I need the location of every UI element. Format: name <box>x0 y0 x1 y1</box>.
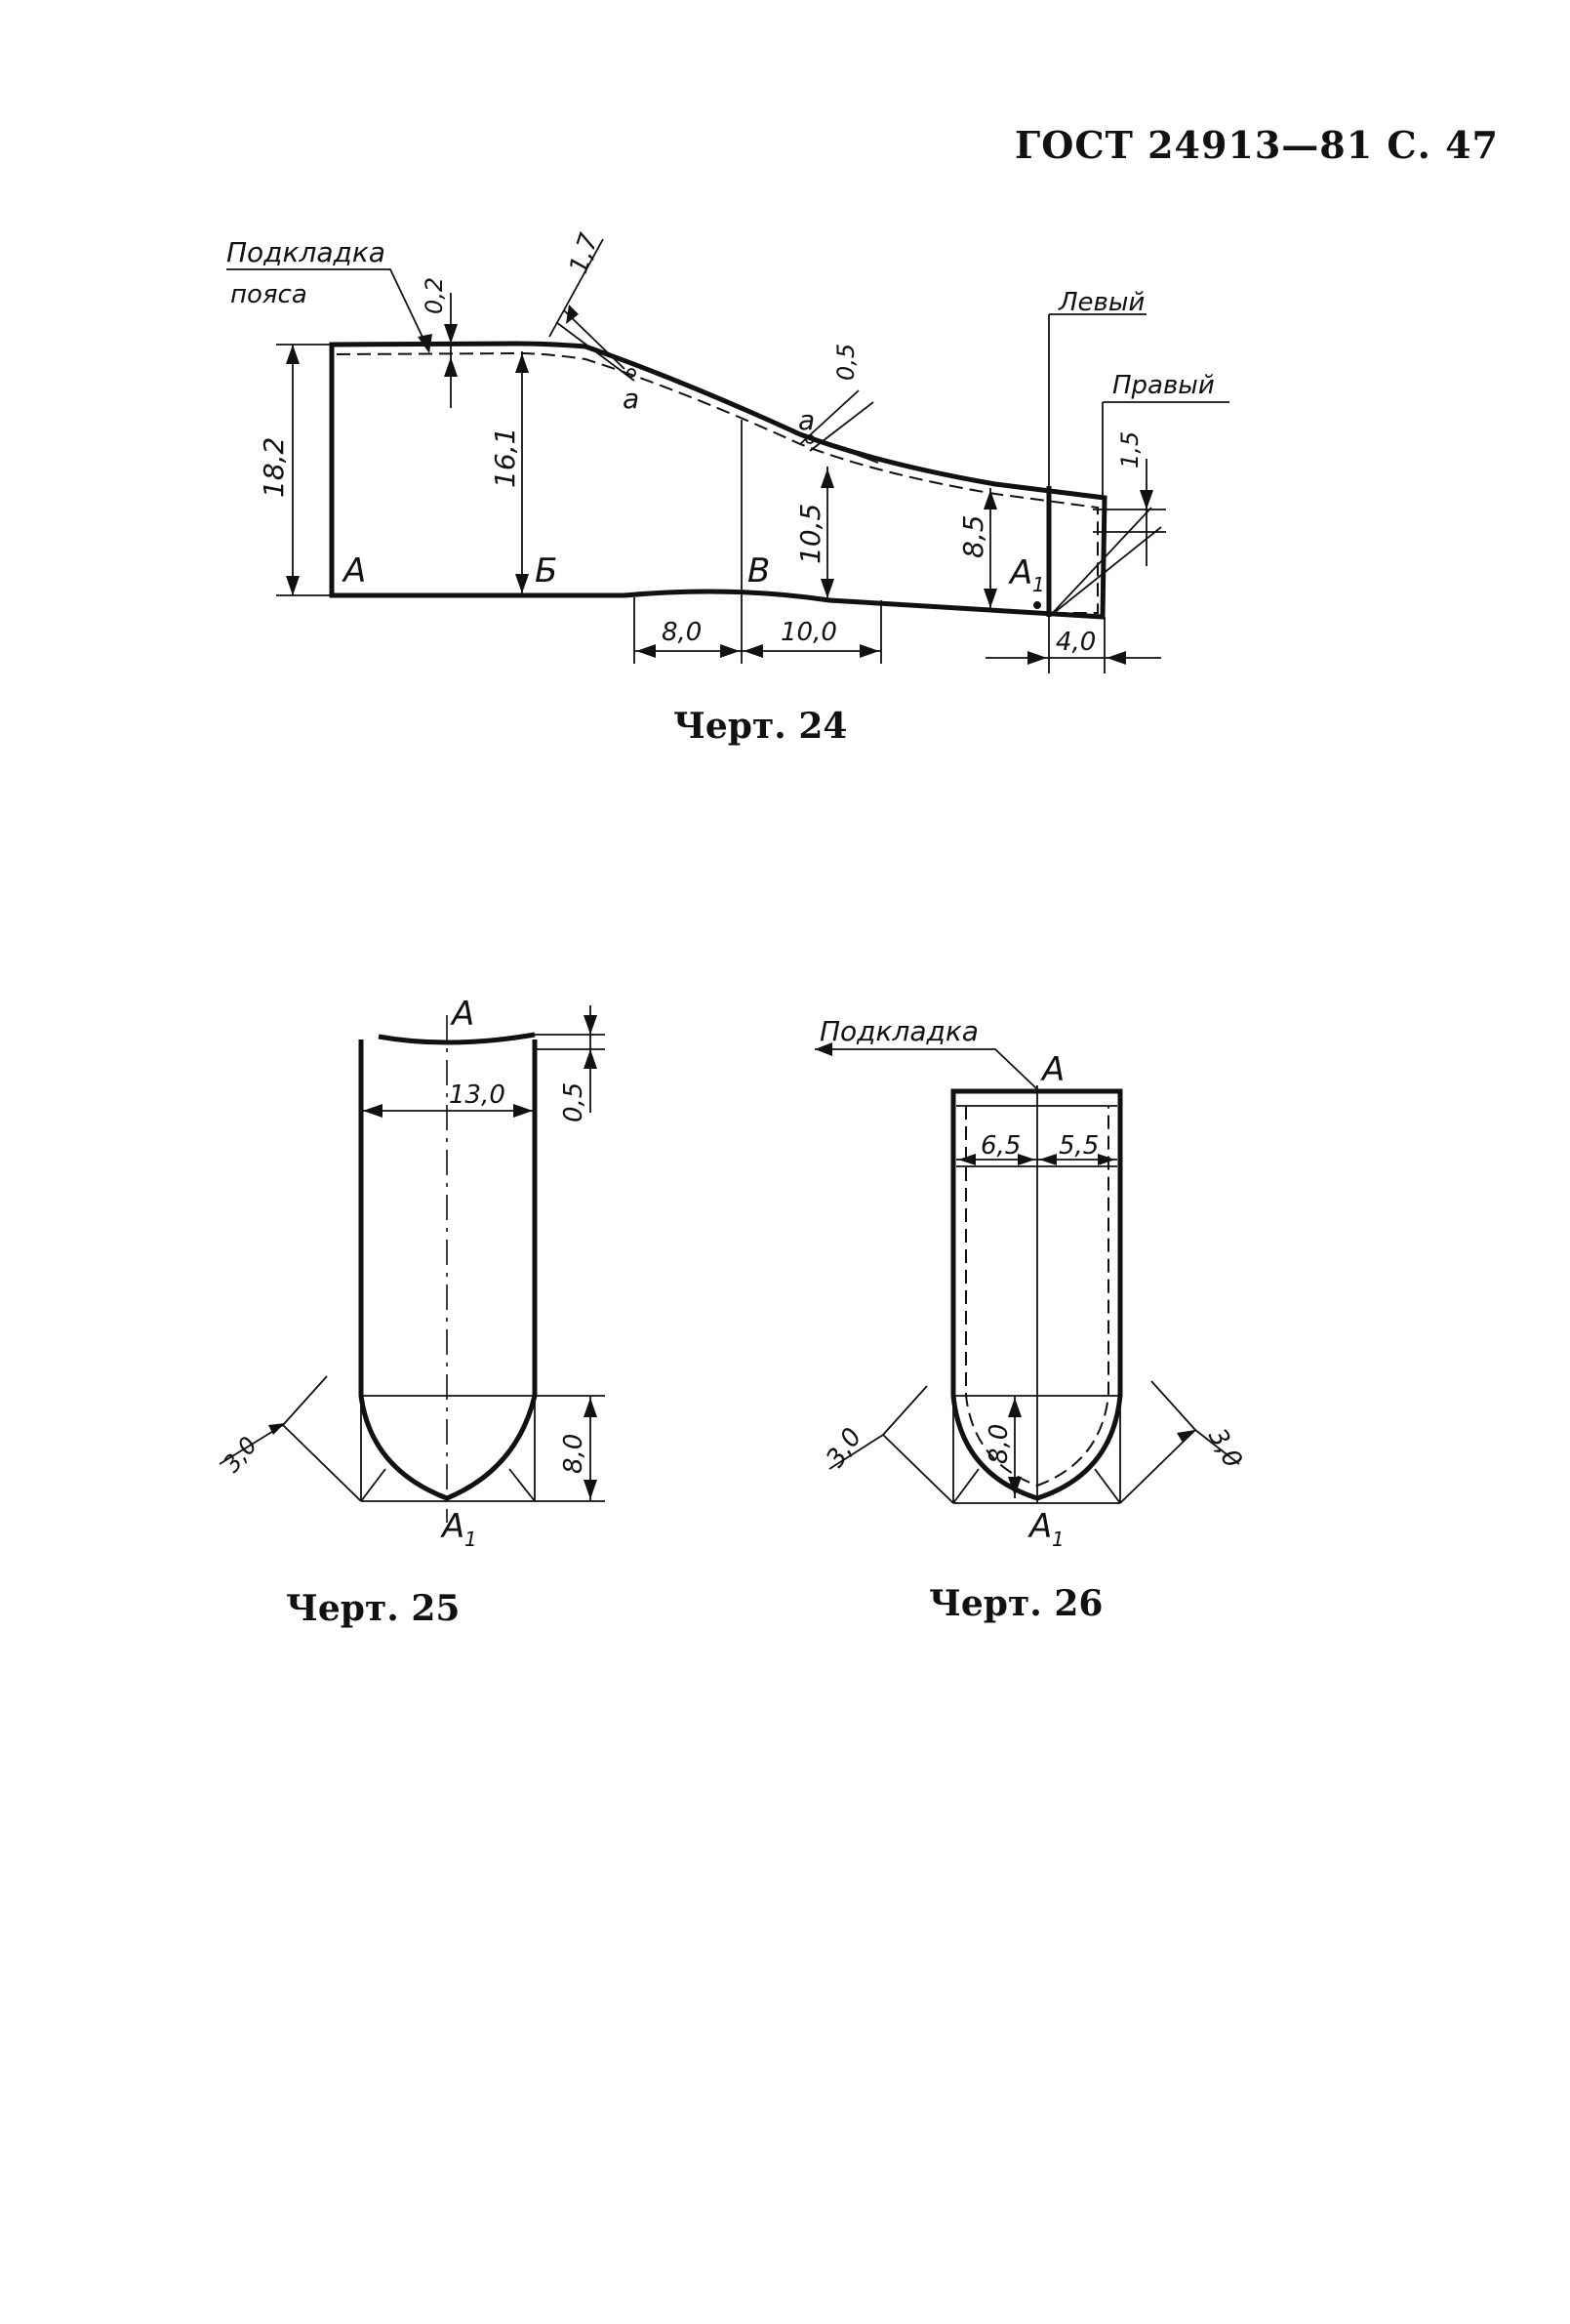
figure-26-drawing: Подкладка А А 1 6,5 5,5 8,0 3,0 3,0 <box>815 1015 1248 1551</box>
fig24-point-pt-a2: а <box>798 404 815 436</box>
fig25-outline <box>358 1040 538 1501</box>
fig26-point-a1: А <box>1027 1507 1052 1546</box>
fig24-dim-label-10-5: 10,5 <box>794 504 826 564</box>
fig24-point-pt-a: а <box>623 383 639 415</box>
fig24-lining-line <box>336 351 1099 614</box>
fig24-corner-diagonals <box>1048 507 1162 618</box>
fig24-point-b: Б <box>535 551 557 591</box>
figure-25-drawing: А А 1 13,0 0,5 8,0 3,0 <box>218 995 605 1551</box>
fig24-outline <box>329 341 1107 620</box>
fig26-point-a1-sub: 1 <box>1052 1528 1065 1551</box>
fig24-dim-label-0-5: 0,5 <box>832 344 860 381</box>
fig24-label-lining2: пояса <box>230 280 307 309</box>
fig24-dim-label-8-0: 8,0 <box>662 618 702 647</box>
fig25-point-a1-sub: 1 <box>464 1528 477 1551</box>
fig25-dim-label-0-5: 0,5 <box>559 1082 588 1122</box>
fig25-dim-label-8-0: 8,0 <box>559 1434 588 1474</box>
fig24-point-a1: А <box>1008 553 1032 592</box>
fig24-dim-label-1-7: 1,7 <box>564 229 604 277</box>
fig26-dim-3-0-left <box>828 1385 954 1504</box>
fig25-point-a: А <box>450 995 474 1034</box>
fig24-point-a: А <box>342 551 366 591</box>
fig24-label-lining: Подкладка <box>226 236 385 268</box>
fig24-right-leader <box>1102 401 1229 498</box>
fig24-dim-4-0 <box>986 617 1161 673</box>
fig24-dim-label-16-1: 16,1 <box>489 428 521 488</box>
fig25-top-edge <box>378 1032 536 1045</box>
fig24-label-left: Левый <box>1058 288 1145 317</box>
fig25-dim-label-3-0: 3,0 <box>218 1432 262 1478</box>
figure-26-caption: Черт. 26 <box>929 1583 1104 1624</box>
fig26-point-a: А <box>1040 1050 1065 1089</box>
figure-24-drawing: Подкладка пояса Левый Правый А Б В А 1 а… <box>226 229 1229 673</box>
fig26-dim-label-8-0: 8,0 <box>985 1424 1014 1464</box>
fig24-dim-label-18-2: 18,2 <box>258 437 290 498</box>
fig24-dim-label-8-5: 8,5 <box>957 514 989 558</box>
fig26-dim-label-3-0-left: 3,0 <box>821 1423 867 1473</box>
fig24-label-right: Правый <box>1112 371 1215 400</box>
fig26-dim-label-5-5: 5,5 <box>1059 1131 1099 1161</box>
figure-24-caption: Черт. 24 <box>673 706 848 747</box>
fig25-base-lines <box>360 1395 536 1502</box>
fig26-dim-label-6-5: 6,5 <box>981 1131 1021 1161</box>
fig26-dim-label-3-0-right: 3,0 <box>1202 1424 1248 1474</box>
fig24-dim-18-2 <box>276 344 332 596</box>
fig24-point-a1-sub: 1 <box>1032 573 1045 596</box>
page-header: ГОСТ 24913—81 С. 47 <box>1015 123 1499 167</box>
figure-25-caption: Черт. 25 <box>286 1588 461 1629</box>
fig24-dim-1-7 <box>548 238 635 382</box>
fig24-dim-label-4-0: 4,0 <box>1056 628 1096 657</box>
fig25-dim-label-13-0: 13,0 <box>449 1080 505 1110</box>
fig26-label-lining: Подкладка <box>820 1015 979 1047</box>
fig24-dim-label-0-2: 0,2 <box>421 277 448 314</box>
fig24-dim-label-10-0: 10,0 <box>781 618 837 647</box>
fig24-dim-label-1-5: 1,5 <box>1116 431 1144 469</box>
fig24-point-v: В <box>747 551 770 591</box>
fig24-lining-leader <box>226 268 430 352</box>
fig26-lining-leader <box>815 1048 1037 1089</box>
fig26-base-lines <box>952 1395 1121 1504</box>
fig24-left-leader <box>1048 313 1147 488</box>
fig25-point-a1: А <box>440 1507 464 1546</box>
